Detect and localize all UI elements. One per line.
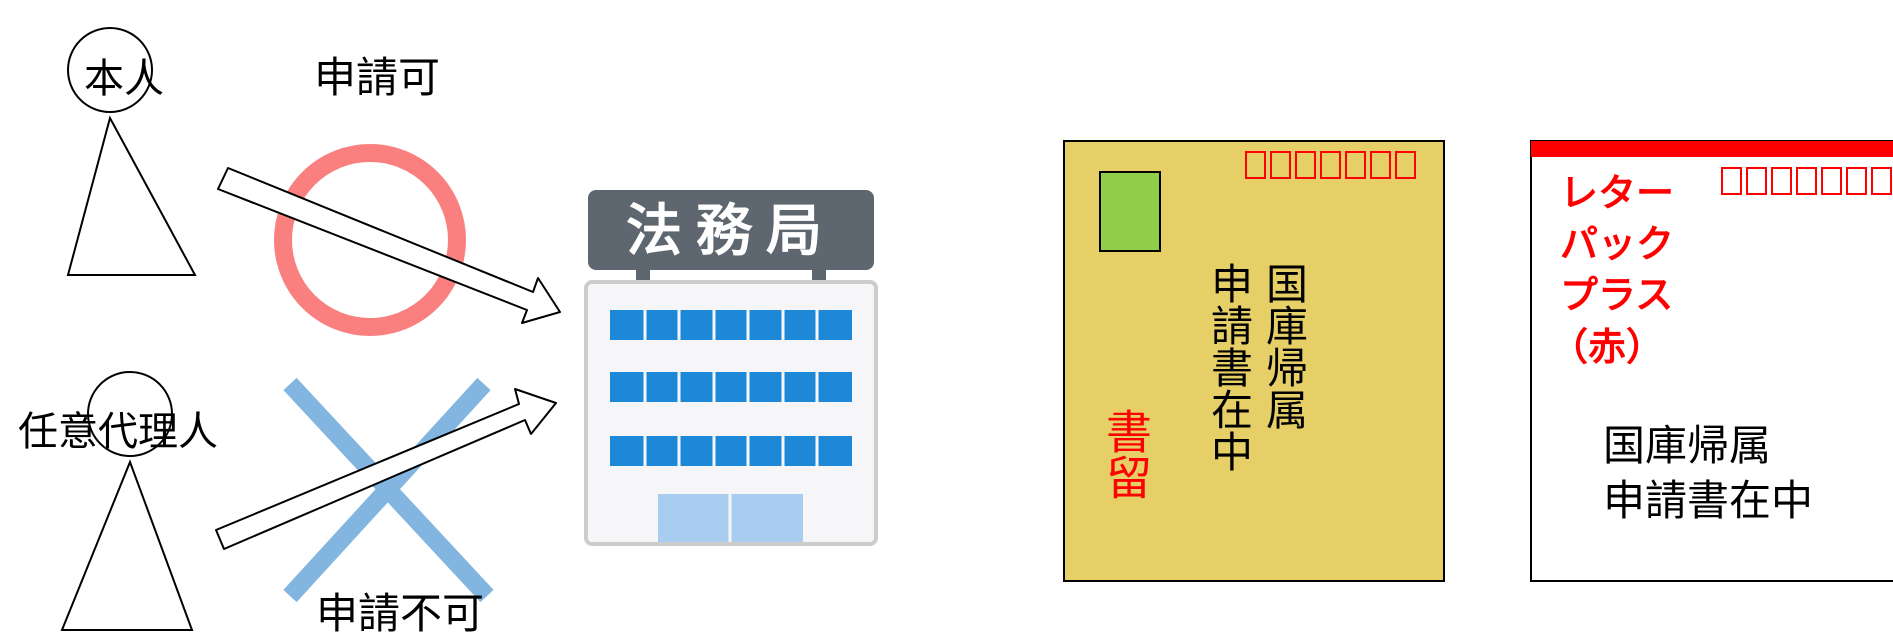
building-sign	[588, 190, 874, 270]
person-label-agent: 任意代理人	[18, 409, 218, 455]
person-head	[67, 27, 153, 113]
person-body	[66, 115, 197, 276]
building-body	[584, 280, 878, 546]
envelope-text-shinseisho-zaichu: 申請書在中	[1205, 262, 1254, 472]
envelope-text-kakitome: 書留	[1099, 408, 1153, 500]
ok-circle-mark	[274, 144, 466, 336]
envelope-body	[1530, 140, 1893, 582]
registered-mail-envelope: 国庫帰属 申請書在中 書留	[1063, 140, 1445, 582]
letterpack-body-line-2: 申請書在中	[1603, 476, 1813, 525]
person-figure-1: 本人	[66, 27, 197, 276]
letterpack-brand-line-3: プラス	[1560, 273, 1673, 317]
person-body	[60, 459, 194, 631]
postal-code-boxes	[1245, 151, 1416, 179]
ng-cross-mark	[283, 377, 494, 603]
person-label-self: 本人	[84, 56, 164, 102]
letterpack-brand-line-4: （赤）	[1550, 325, 1664, 369]
arrow-agent-to-bureau	[215, 388, 557, 550]
legal-affairs-bureau-building: 法務局	[584, 190, 878, 546]
arrow-self-to-bureau	[217, 167, 561, 324]
building-sign-label: 法務局	[626, 199, 836, 264]
person-figure-2: 任意代理人	[18, 371, 218, 631]
stamp	[1099, 171, 1161, 252]
letterpack-brand-line-2: パック	[1560, 222, 1674, 266]
ng-label: 申請不可	[316, 589, 484, 633]
red-top-band	[1531, 141, 1893, 157]
building-windows	[610, 310, 852, 466]
letter-pack-plus-envelope: レター パック プラス （赤） 国庫帰属 申請書在中	[1530, 140, 1893, 582]
person-head	[87, 371, 173, 457]
letterpack-brand-line-1: レター	[1560, 171, 1674, 215]
postal-code-boxes	[1721, 167, 1892, 195]
letterpack-body-line-1: 国庫帰属	[1603, 421, 1771, 470]
envelope-text-kokko-kizoku: 国庫帰属	[1260, 262, 1309, 430]
ok-label: 申請可	[314, 53, 440, 102]
